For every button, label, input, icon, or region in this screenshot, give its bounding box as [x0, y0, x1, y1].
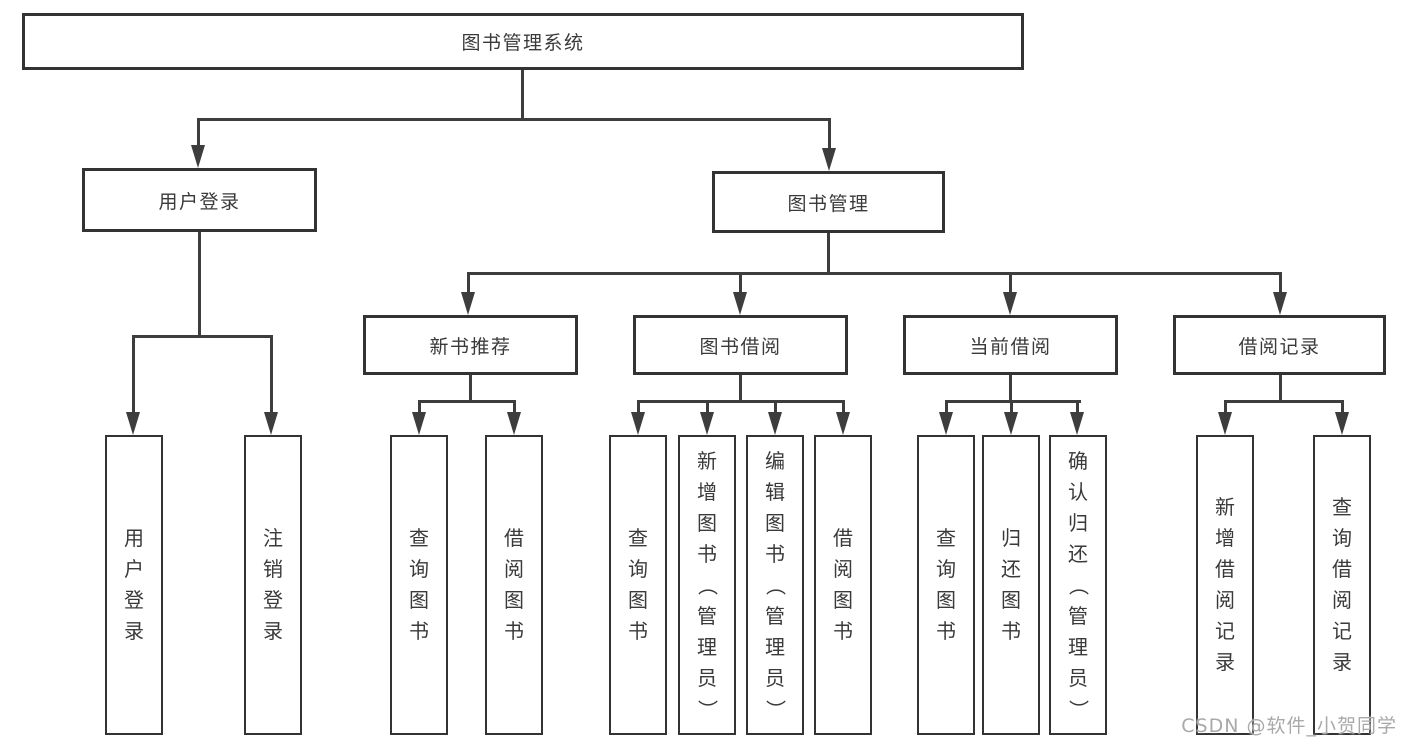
leaf-user-login: 用户登录 [105, 435, 163, 735]
arrow-down-icon [1218, 412, 1232, 435]
leaf-query-books-borrowing: 查询图书 [609, 435, 667, 735]
connector-line [1076, 400, 1079, 412]
arrow-down-icon [836, 412, 850, 435]
connector-line [1341, 400, 1344, 412]
leaf-logout-login: 注销登录 [244, 435, 302, 735]
connector-line [132, 335, 273, 338]
arrow-down-icon [1335, 412, 1349, 435]
connector-line [1279, 272, 1282, 292]
node-label: 用户登录 [158, 190, 241, 213]
arrow-down-icon [1004, 412, 1018, 435]
connector-line [637, 400, 640, 412]
node-library-management-system: 图书管理系统 [22, 13, 1024, 70]
connector-line [467, 272, 1282, 275]
leaf-confirm-return-admin: 确认归还（管理员） [1049, 435, 1107, 735]
arrow-down-icon [939, 412, 953, 435]
leaf-add-books-admin: 新增图书（管理员） [678, 435, 736, 735]
arrow-down-icon [768, 412, 782, 435]
arrow-down-icon [822, 148, 836, 171]
connector-line [197, 118, 831, 121]
node-book-borrowing: 图书借阅 [633, 315, 848, 375]
connector-line [774, 400, 777, 412]
arrow-down-icon [631, 412, 645, 435]
connector-line [827, 233, 830, 272]
connector-line [1009, 375, 1012, 400]
connector-line [1224, 400, 1227, 412]
connector-line [132, 335, 135, 412]
connector-line [418, 400, 516, 403]
csdn-watermark: CSDN @软件_小贺同学 [1181, 715, 1397, 737]
arrow-down-icon [1070, 412, 1084, 435]
leaf-query-books-current: 查询图书 [917, 435, 975, 735]
node-user-login: 用户登录 [82, 168, 317, 232]
arrow-down-icon [1003, 292, 1017, 315]
leaf-edit-books-admin: 编辑图书（管理员） [746, 435, 804, 735]
arrow-down-icon [126, 412, 140, 435]
connector-line [521, 69, 524, 118]
leaf-add-borrowing-record: 新增借阅记录 [1196, 435, 1254, 735]
arrow-down-icon [412, 412, 426, 435]
arrow-down-icon [733, 292, 747, 315]
leaf-query-borrowing-record: 查询借阅记录 [1313, 435, 1371, 735]
connector-line [828, 118, 831, 148]
connector-line [945, 400, 948, 412]
arrow-down-icon [507, 412, 521, 435]
connector-line [198, 232, 201, 335]
arrow-down-icon [461, 292, 475, 315]
connector-line [1224, 400, 1344, 403]
arrow-down-icon [700, 412, 714, 435]
connector-line [1010, 400, 1013, 412]
connector-line [513, 400, 516, 412]
connector-line [706, 400, 709, 412]
connector-line [945, 400, 1081, 403]
leaf-return-books: 归还图书 [982, 435, 1040, 735]
connector-line [637, 400, 845, 403]
leaf-borrow-books-borrowing: 借阅图书 [814, 435, 872, 735]
connector-line [418, 400, 421, 412]
connector-line [1279, 375, 1282, 400]
connector-line [469, 375, 472, 400]
leaf-query-books-recommend: 查询图书 [390, 435, 448, 735]
node-borrowing-records: 借阅记录 [1173, 315, 1386, 375]
leaf-borrow-books-recommend: 借阅图书 [485, 435, 543, 735]
node-label: 图书借阅 [699, 335, 782, 358]
arrow-down-icon [191, 145, 205, 168]
connector-line [270, 335, 273, 412]
node-book-management: 图书管理 [712, 171, 945, 233]
node-label: 借阅记录 [1238, 335, 1321, 358]
node-label: 当前借阅 [969, 335, 1052, 358]
connector-line [467, 272, 470, 292]
connector-line [739, 375, 742, 400]
node-label: 图书管理系统 [461, 32, 585, 54]
connector-line [197, 118, 200, 145]
arrow-down-icon [1273, 292, 1287, 315]
connector-line [739, 272, 742, 292]
node-current-borrowing: 当前借阅 [903, 315, 1118, 375]
arrow-down-icon [264, 412, 278, 435]
node-label: 图书管理 [787, 192, 870, 215]
node-label: 新书推荐 [429, 335, 512, 358]
node-new-book-recommend: 新书推荐 [363, 315, 578, 375]
connector-line [842, 400, 845, 412]
connector-line [1009, 272, 1012, 292]
